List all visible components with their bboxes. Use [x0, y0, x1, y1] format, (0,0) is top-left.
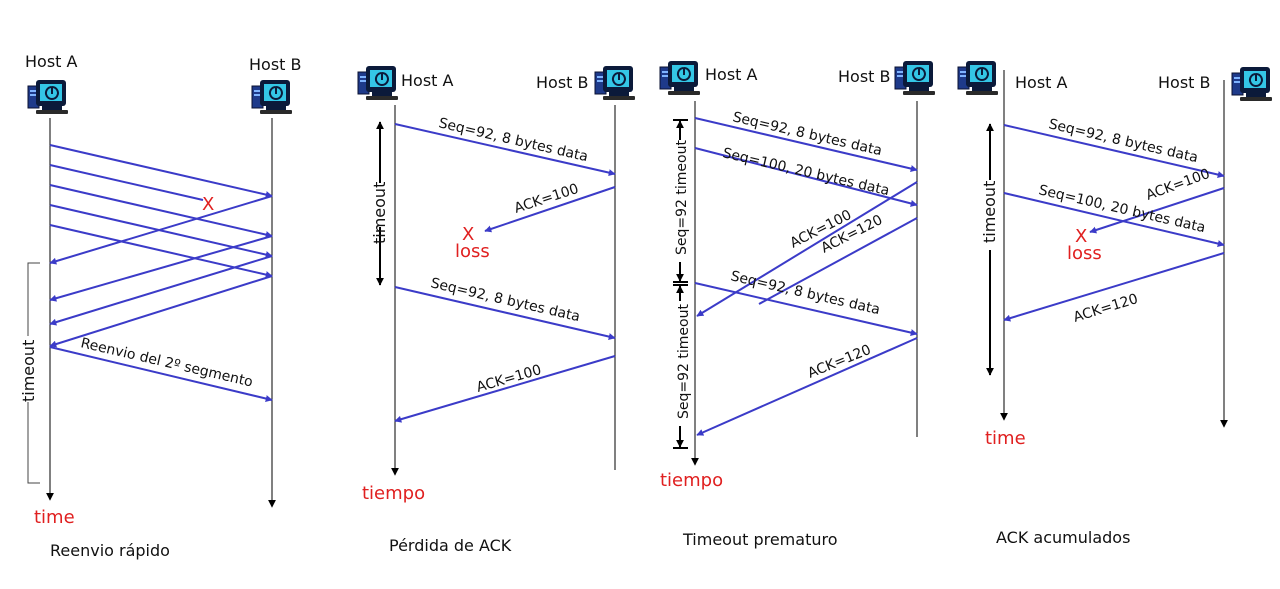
- ack120-arrow: [758, 217, 918, 305]
- seq92-arrow: [1003, 124, 1225, 178]
- host-b-computer-icon: [894, 60, 936, 96]
- timeout-label-1: Seq=92 timeout: [674, 140, 690, 255]
- panel-fast-retransmit: Host A Host B X Reenvio del 2º segmento …: [19, 52, 302, 560]
- seq92-arrow: [394, 123, 616, 177]
- ack120-final-arrow: [696, 337, 918, 436]
- host-a-label: Host A: [1015, 73, 1068, 92]
- host-a-label: Host A: [25, 52, 78, 71]
- resend-arrow: [49, 346, 273, 402]
- duplicate-ack-arrow: [49, 255, 273, 326]
- ack-arrow: [49, 195, 273, 265]
- timeout-interval-1: [673, 119, 688, 283]
- host-b-computer-icon: [594, 65, 636, 101]
- seq92-label: Seq=92, 8 bytes data: [437, 115, 589, 165]
- ack120-arrow: [1003, 252, 1225, 322]
- host-a-label: Host A: [705, 65, 758, 84]
- ack100-retransmit-label: ACK=100: [475, 362, 544, 396]
- lost-segment-arrow: [49, 164, 204, 201]
- seq92-retransmit-arrow: [694, 282, 918, 337]
- ack100-retransmit-arrow: [394, 355, 616, 423]
- host-b-computer-icon: [251, 79, 293, 115]
- duplicate-acks: [49, 195, 273, 348]
- seq92-retransmit-label: Seq=92, 8 bytes data: [729, 268, 881, 318]
- panel-caption: ACK acumulados: [996, 528, 1130, 547]
- timeout-interval-2: [673, 284, 688, 449]
- ack100-label: ACK=100: [1144, 166, 1212, 204]
- ack100-label: ACK=100: [512, 181, 580, 217]
- timeout-label: timeout: [19, 340, 38, 402]
- panel-caption: Pérdida de ACK: [389, 536, 512, 555]
- time-label: time: [985, 428, 1026, 449]
- timeout-label: timeout: [370, 182, 389, 244]
- time-label: tiempo: [660, 470, 723, 491]
- loss-mark: X: [1075, 226, 1087, 247]
- host-b-label: Host B: [536, 73, 589, 92]
- time-label: time: [34, 507, 75, 528]
- ack100-arrow: [1089, 187, 1225, 234]
- panel-caption: Timeout prematuro: [682, 530, 838, 549]
- host-b-label: Host B: [1158, 73, 1211, 92]
- ack100-arrow: [484, 186, 616, 233]
- host-b-label: Host B: [838, 67, 891, 86]
- duplicate-ack-arrow: [49, 275, 273, 348]
- segment-arrow: [49, 144, 273, 199]
- panel-cumulative-ack: Host A Host B Seq=92, 8 bytes data ACK=1…: [957, 60, 1273, 547]
- seq92-arrow: [694, 117, 918, 172]
- segment-arrow: [49, 184, 273, 239]
- panel-premature-timeout: Host A Host B Seq=92, 8 bytes data Seq=1…: [659, 60, 936, 549]
- duplicate-ack-arrow: [49, 235, 273, 302]
- resend-label: Reenvio del 2º segmento: [79, 335, 254, 390]
- loss-mark: X: [202, 194, 214, 215]
- host-a-computer-icon: [357, 65, 399, 101]
- host-a-computer-icon: [957, 60, 999, 96]
- host-a-computer-icon: [659, 60, 701, 96]
- ack100-arrow: [696, 181, 918, 317]
- panel-lost-ack: Host A Host B Seq=92, 8 bytes data ACK=1…: [357, 65, 636, 555]
- seq92-retransmit-arrow: [394, 286, 616, 340]
- timeout-label-2: Seq=92 timeout: [676, 304, 692, 419]
- host-b-label: Host B: [249, 55, 302, 74]
- loss-label: loss: [455, 241, 490, 262]
- panel-caption: Reenvio rápido: [50, 541, 170, 560]
- host-a-computer-icon: [27, 79, 69, 115]
- data-segments: [49, 144, 273, 279]
- host-b-computer-icon: [1231, 66, 1273, 102]
- timeout-label: timeout: [980, 181, 999, 243]
- loss-mark: X: [462, 224, 474, 245]
- host-a-label: Host A: [401, 71, 454, 90]
- time-label: tiempo: [362, 483, 425, 504]
- seq100-arrow: [1003, 192, 1225, 247]
- seq100-arrow: [694, 147, 918, 207]
- loss-label: loss: [1067, 243, 1102, 264]
